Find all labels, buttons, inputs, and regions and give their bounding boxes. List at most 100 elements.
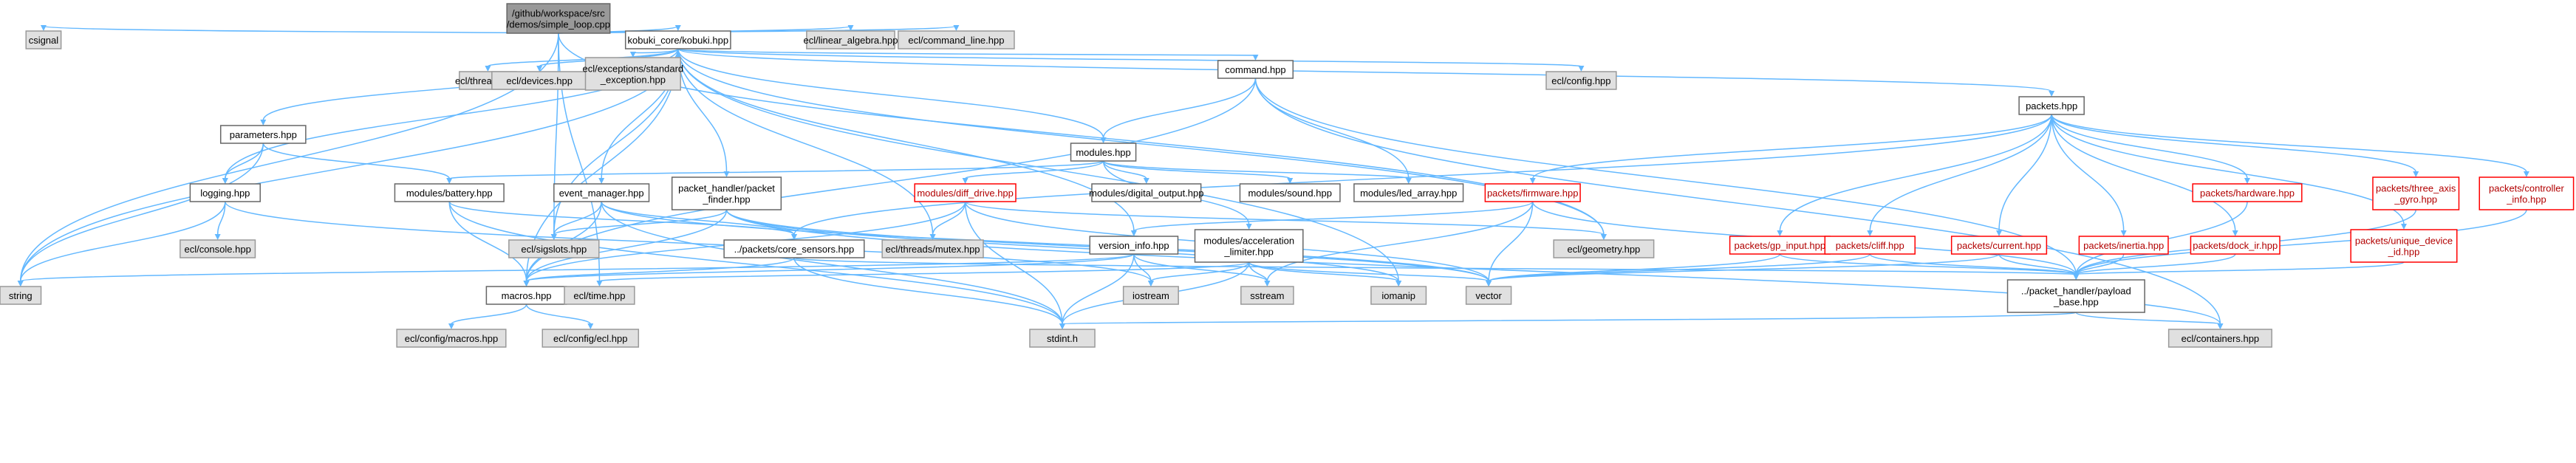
arrowhead (1246, 224, 1252, 230)
node-kobuki[interactable]: kobuki_core/kobuki.hpp (624, 30, 731, 49)
arrowhead (587, 323, 594, 329)
node-box (1029, 329, 1096, 348)
node-label: ecl/containers.hpp (2182, 333, 2260, 344)
edge-accel-to-iomanip (1248, 261, 1399, 282)
node-macros[interactable]: macros.hpp (485, 286, 567, 305)
node-eventmgr[interactable]: event_manager.hpp (553, 183, 650, 202)
node-box (624, 30, 731, 49)
arrowhead (1287, 178, 1294, 184)
node-label: modules/battery.hpp (406, 188, 493, 199)
node-label: _id.hpp (2388, 247, 2420, 258)
node-sigslots[interactable]: ecl/sigslots.hpp (508, 239, 600, 258)
node-box (0, 286, 42, 305)
node-sstream[interactable]: sstream (1240, 286, 1294, 305)
arrowhead (929, 234, 936, 240)
node-label: modules/sound.hpp (1248, 188, 1331, 199)
node-diffdrive[interactable]: modules/diff_drive.hpp (914, 183, 1017, 202)
node-battery[interactable]: modules/battery.hpp (394, 183, 505, 202)
arrowhead (596, 281, 603, 287)
node-gpinput[interactable]: packets/gp_input.hpp (1729, 236, 1831, 255)
node-label: modules/digital_output.hpp (1089, 188, 1203, 199)
node-string[interactable]: string (0, 286, 42, 305)
node-box (1484, 183, 1581, 202)
node-box (506, 3, 611, 34)
node-box (2372, 176, 2460, 210)
node-devices[interactable]: ecl/devices.hpp (491, 71, 588, 90)
node-csignal[interactable]: csignal (25, 30, 62, 49)
node-coresensors[interactable]: ../packets/core_sensors.hpp (723, 239, 865, 258)
edge-firmware-to-sstream (1266, 201, 1534, 282)
node-cfgecl[interactable]: ecl/config/ecl.hpp (541, 329, 640, 348)
node-geometry[interactable]: ecl/geometry.hpp (1553, 239, 1655, 258)
node-label: ecl/linear_algebra.hpp (804, 35, 898, 46)
node-cfgmacros[interactable]: ecl/config/macros.hpp (396, 329, 507, 348)
node-label: ecl/time.hpp (573, 290, 625, 301)
node-box (1950, 236, 2048, 255)
node-ledarray[interactable]: modules/led_array.hpp (1353, 183, 1464, 202)
node-iostream[interactable]: iostream (1122, 286, 1179, 305)
node-uniqueid[interactable]: packets/unique_device_id.hpp (2350, 229, 2458, 263)
arrowhead (1600, 234, 1607, 240)
node-firmware[interactable]: packets/firmware.hpp (1484, 183, 1581, 202)
node-exceptions[interactable]: ecl/exceptions/standard_exception.hpp (583, 57, 684, 91)
node-ecltime[interactable]: ecl/time.hpp (564, 286, 635, 305)
node-pktfinder[interactable]: packet_handler/packet_finder.hpp (671, 176, 782, 210)
node-box (1122, 286, 1179, 305)
node-mutex[interactable]: ecl/threads/mutex.hpp (881, 239, 984, 258)
node-cmdline[interactable]: ecl/command_line.hpp (898, 30, 1015, 49)
node-box (2190, 236, 2281, 255)
node-label: ecl/devices.hpp (506, 75, 573, 86)
node-label: /demos/simple_loop.cpp (507, 19, 610, 30)
node-controller[interactable]: packets/controller_info.hpp (2478, 176, 2575, 210)
node-sound[interactable]: modules/sound.hpp (1239, 183, 1341, 202)
edge-kobuki-to-command (677, 48, 1257, 56)
node-label: event_manager.hpp (559, 188, 644, 199)
node-current[interactable]: packets/current.hpp (1950, 236, 2048, 255)
node-packets[interactable]: packets.hpp (2018, 96, 2085, 115)
node-iomanip[interactable]: iomanip (1370, 286, 1427, 305)
node-box (2350, 229, 2458, 263)
node-label: packets/unique_device (2355, 236, 2453, 247)
node-linalg[interactable]: ecl/linear_algebra.hpp (804, 30, 898, 49)
node-accel[interactable]: modules/acceleration_limiter.hpp (1194, 229, 1304, 263)
node-box (1353, 183, 1464, 202)
edge-root-to-cmdline (558, 25, 957, 34)
node-box (1239, 183, 1341, 202)
node-label: macros.hpp (502, 290, 552, 301)
node-box (508, 239, 600, 258)
node-label: ecl/config/macros.hpp (405, 333, 498, 344)
node-stdint[interactable]: stdint.h (1029, 329, 1096, 348)
node-digout[interactable]: modules/digital_output.hpp (1089, 183, 1204, 202)
node-box (564, 286, 635, 305)
node-parameters[interactable]: parameters.hpp (219, 125, 307, 144)
node-dockir[interactable]: packets/dock_ir.hpp (2190, 236, 2281, 255)
node-inertia[interactable]: packets/inertia.hpp (2078, 236, 2169, 255)
node-modules[interactable]: modules.hpp (1070, 143, 1137, 162)
node-threeaxis[interactable]: packets/three_axis_gyro.hpp (2372, 176, 2460, 210)
node-versioninfo[interactable]: version_info.hpp (1089, 236, 1179, 255)
node-label: stdint.h (1047, 333, 1078, 344)
node-label: iostream (1132, 290, 1169, 301)
node-command[interactable]: command.hpp (1217, 60, 1294, 79)
node-label: ecl/exceptions/standard (583, 64, 684, 75)
node-label: modules/led_array.hpp (1360, 188, 1457, 199)
node-config[interactable]: ecl/config.hpp (1545, 71, 1617, 90)
node-box (1194, 229, 1304, 263)
edge-macros-to-cfgmacros (451, 303, 527, 325)
node-console[interactable]: ecl/console.hpp (180, 239, 256, 258)
node-payload[interactable]: ../packet_handler/payload_base.hpp (2006, 279, 2145, 313)
node-cliff[interactable]: packets/cliff.hpp (1824, 236, 1916, 255)
node-box (2078, 236, 2169, 255)
node-hardware[interactable]: packets/hardware.hpp (2192, 183, 2303, 202)
node-box (723, 239, 865, 258)
node-label: ecl/geometry.hpp (1568, 244, 1641, 255)
edge-packets-to-inertia (2051, 114, 2125, 232)
node-box (2478, 176, 2575, 210)
node-containers[interactable]: ecl/containers.hpp (2167, 329, 2272, 348)
edge-packets-to-firmware (1531, 114, 2052, 179)
node-box (1089, 236, 1179, 255)
node-label: packets/dock_ir.hpp (2193, 240, 2278, 251)
edge-battery-to-stdint (448, 201, 1063, 325)
node-vector[interactable]: vector (1465, 286, 1512, 305)
node-logging[interactable]: logging.hpp (189, 183, 261, 202)
